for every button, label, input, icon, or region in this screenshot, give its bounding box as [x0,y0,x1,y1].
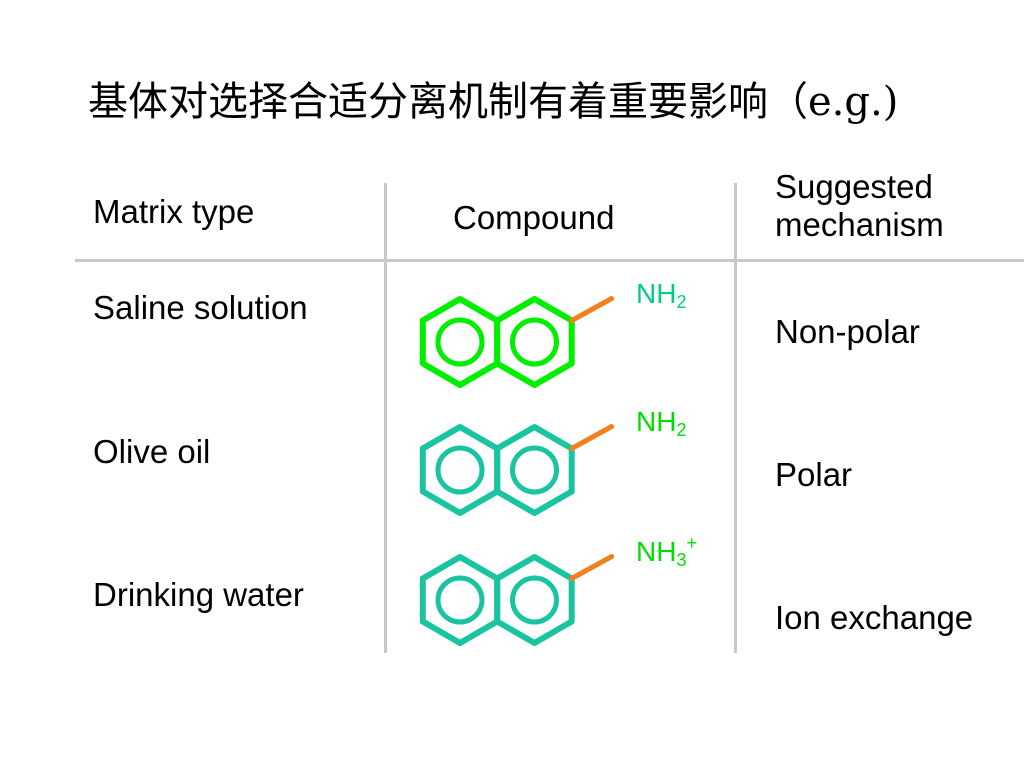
aromatic-circle-1 [435,575,485,625]
row-2-group-subscript: 2 [676,420,687,440]
ring-hexagon-1 [419,424,501,516]
substituent-bond [569,554,615,581]
ring-hexagon-1 [419,554,501,646]
slide-title: 基体对选择合适分离机制有着重要影响（e.g.) [88,79,899,125]
aromatic-circle-1 [435,445,485,495]
row-2-compound: NH2 [404,396,714,526]
row-3-matrix: Drinking water [93,576,304,613]
aromatic-circle-2 [510,445,559,495]
header-suggested-mechanism: Suggested mechanism [775,168,944,244]
aromatic-circle-2 [510,317,559,367]
row-1-group-subscript: 2 [676,292,687,312]
row-3-group-subscript: 3 [676,550,687,570]
header-divider [75,259,1024,262]
row-1-matrix: Saline solution [93,289,308,326]
column-divider-left [384,183,387,653]
ring-hexagon-1 [419,296,501,388]
naphthylamine-structure-icon [419,424,615,516]
row-2-group-base: NH [636,406,677,437]
row-2-mechanism: Polar [775,456,853,493]
row-1-mechanism: Non-polar [775,313,920,350]
row-2-amine-group: NH2 [636,396,686,447]
header-mechanism-line2: mechanism [775,206,944,243]
header-mechanism-line1: Suggested [775,168,933,205]
row-3-mechanism: Ion exchange [775,599,974,636]
row-3-group-charge: + [686,533,697,553]
naphthylamine-structure-icon [419,296,615,388]
column-divider-right [734,183,737,653]
header-compound: Compound [453,199,615,236]
row-1-amine-group: NH2 [636,268,686,319]
substituent-bond [569,296,615,323]
row-2-matrix: Olive oil [93,433,211,470]
ring-hexagon-2 [494,424,575,516]
row-1-group-base: NH [636,278,677,309]
naphthylamine-structure-icon [419,554,615,646]
ring-hexagon-2 [494,554,575,646]
aromatic-circle-1 [435,317,485,367]
aromatic-circle-2 [510,575,559,625]
row-3-amine-group: NH3+ [636,526,697,577]
header-matrix-type: Matrix type [93,193,255,230]
row-3-group-base: NH [636,536,677,567]
row-3-compound: NH3+ [404,526,714,656]
row-1-compound: NH2 [404,268,714,398]
substituent-bond [569,424,615,451]
ring-hexagon-2 [494,296,575,388]
